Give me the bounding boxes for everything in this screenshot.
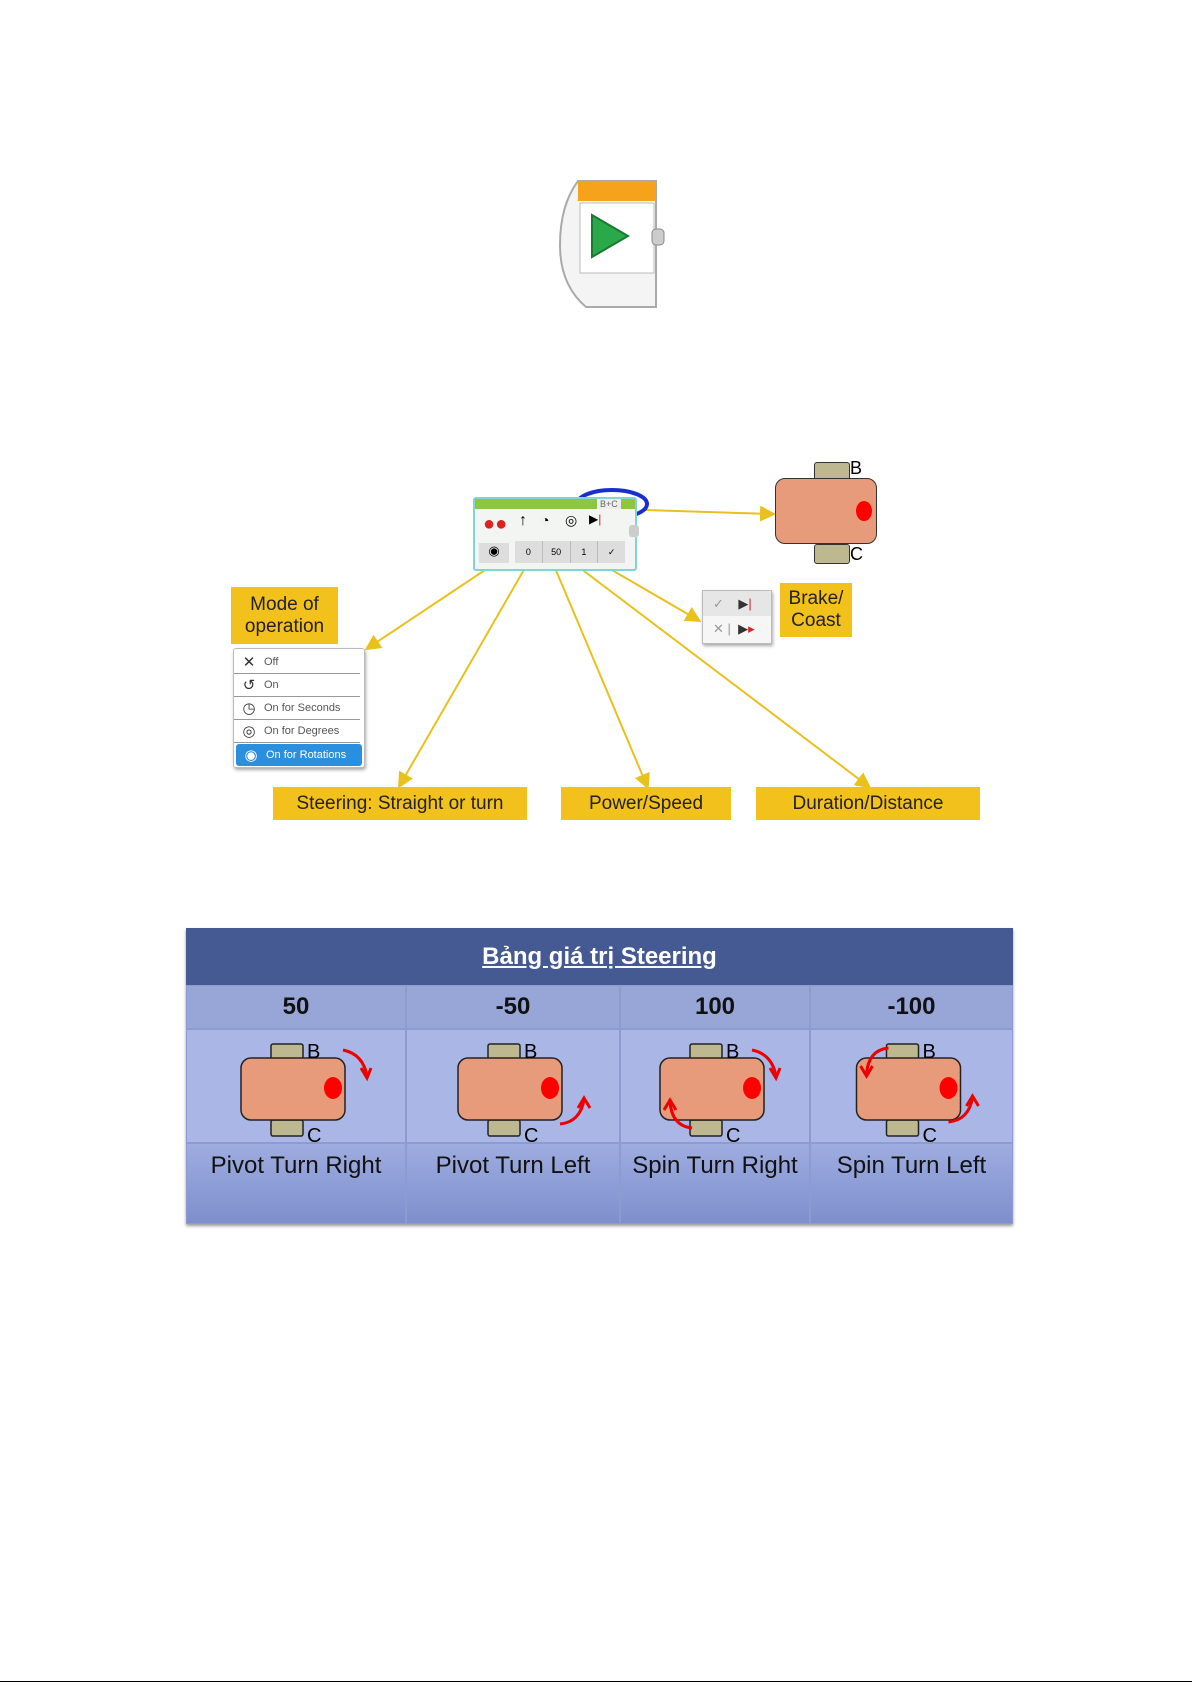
robot-turn-diagram: B C <box>406 1029 620 1144</box>
power-callout: Power/Speed <box>561 787 731 820</box>
brake-option[interactable]: ✓ ▶| <box>703 591 771 616</box>
duration-callout: Duration/Distance <box>756 787 980 820</box>
rotate-icon: ↺ <box>242 677 256 694</box>
mode-label: On for Degrees <box>264 725 340 737</box>
turn-arrow-icon: B C <box>457 1041 592 1144</box>
brake-icon: ▶| <box>589 512 602 526</box>
brake-callout: Brake/ Coast <box>780 583 852 637</box>
svg-text:C: C <box>307 1125 321 1144</box>
robot-turn-diagram: B C <box>620 1029 810 1144</box>
start-block <box>556 175 666 315</box>
svg-text:B: B <box>524 1041 537 1063</box>
robot-diagram: B C <box>770 458 900 568</box>
mode-label: On for Rotations <box>266 749 347 761</box>
steering-input[interactable]: 0 <box>515 541 543 563</box>
steering-table: Bảng giá trị Steering 50 B C Pivot <box>186 928 1013 1224</box>
degrees-icon: ◎ <box>242 723 256 740</box>
move-steering-block: B+C ●● ↑ ◔ ◎ ▶| ◉ 0 50 1 ✓ <box>469 497 641 571</box>
turn-name: Spin Turn Right <box>620 1143 810 1224</box>
mode-label: On <box>264 679 279 691</box>
mode-label: On for Seconds <box>264 702 341 714</box>
robot-turn-diagram: B C <box>810 1029 1013 1144</box>
turn-arrow-icon: B C <box>659 1041 782 1144</box>
x-icon: ✕ <box>242 654 256 671</box>
svg-text:C: C <box>923 1125 937 1144</box>
rotations-icon: ◉ <box>244 747 258 764</box>
steering-motors-icon: ●● <box>483 513 508 535</box>
table-title-text: Bảng giá trị Steering <box>482 942 717 970</box>
port-b-label: B <box>850 458 863 478</box>
steering-value: 100 <box>620 985 810 1029</box>
steering-icon: ↑ <box>519 512 527 529</box>
steering-value: -100 <box>810 985 1013 1029</box>
mode-menu-item[interactable]: ◎ On for Degrees <box>234 720 360 743</box>
rotations-icon: ◎ <box>565 512 578 528</box>
mode-label: Off <box>264 656 279 668</box>
turn-name: Pivot Turn Left <box>406 1143 620 1224</box>
table-title: Bảng giá trị Steering <box>186 928 1013 985</box>
mode-selector[interactable]: ◉ <box>479 543 509 563</box>
page-footer-line <box>0 1681 1192 1682</box>
turn-name: Pivot Turn Right <box>186 1143 406 1224</box>
play-icon <box>591 213 630 259</box>
port-c-label: C <box>850 544 863 564</box>
coast-option[interactable]: ✕ | ▶▸ <box>713 621 755 636</box>
steering-callout: Steering: Straight or turn <box>273 787 527 820</box>
mode-menu-item[interactable]: ◷ On for Seconds <box>234 697 360 720</box>
svg-text:C: C <box>524 1125 538 1144</box>
rotations-input[interactable]: 1 <box>571 541 599 563</box>
mode-callout: Mode of operation <box>231 587 338 644</box>
turn-arrow-icon: B C <box>855 1041 980 1144</box>
power-icon: ◔ <box>541 512 550 528</box>
power-input[interactable]: 50 <box>543 541 571 563</box>
port-label[interactable]: B+C <box>597 499 621 509</box>
svg-text:B: B <box>923 1041 936 1063</box>
svg-text:B: B <box>726 1041 739 1063</box>
svg-text:B: B <box>307 1041 320 1063</box>
mode-menu-item[interactable]: ↺ On <box>234 674 360 697</box>
mode-menu-item-selected[interactable]: ◉ On for Rotations <box>236 744 362 766</box>
steering-value: 50 <box>186 985 406 1029</box>
turn-arrow-icon: B C <box>240 1041 373 1144</box>
svg-text:C: C <box>726 1125 740 1144</box>
mode-menu-item[interactable]: ✕ Off <box>234 651 360 674</box>
timer-icon: ◷ <box>242 700 256 717</box>
brake-coast-selector: ✓ ▶| ✕ | ▶▸ <box>702 590 772 644</box>
turn-name: Spin Turn Left <box>810 1143 1013 1224</box>
robot-turn-diagram: B C <box>186 1029 406 1144</box>
brake-input[interactable]: ✓ <box>607 547 616 557</box>
steering-value: -50 <box>406 985 620 1029</box>
callout-arrows <box>364 488 872 790</box>
mode-menu: ✕ Off ↺ On ◷ On for Seconds ◎ On for Degrees… <box>233 648 365 768</box>
